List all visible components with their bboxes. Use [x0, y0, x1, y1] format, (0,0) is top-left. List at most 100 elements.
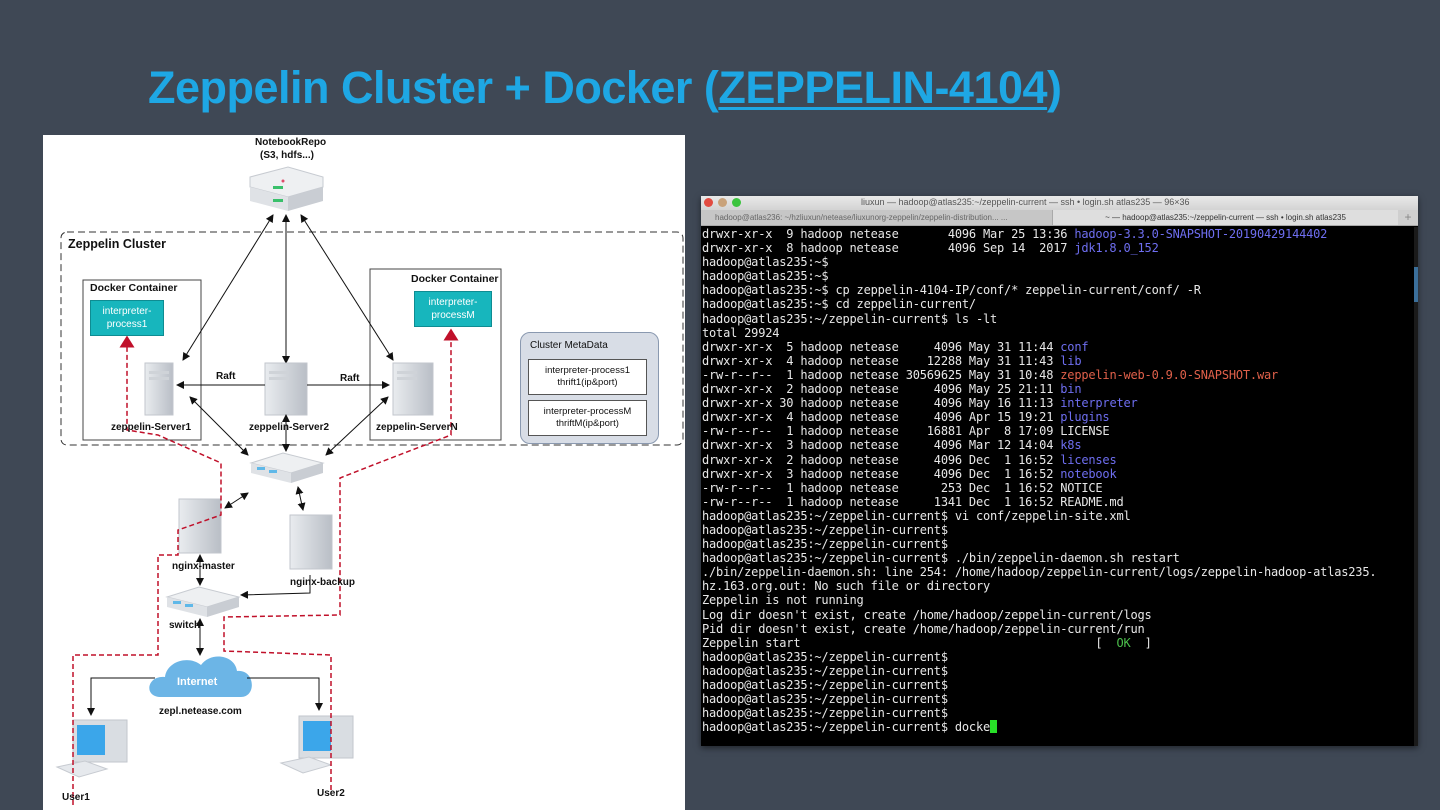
core-switch-icon — [249, 452, 325, 483]
metadata-entry-process: interpreter-process1 — [544, 365, 630, 376]
terminal-line: hadoop@atlas235:~/zeppelin-current$ dock… — [701, 720, 1413, 734]
terminal-line: drwxr-xr-x 5 hadoop netease 4096 May 31 … — [701, 340, 1413, 354]
text-cursor — [990, 720, 998, 734]
file-name: licenses — [1060, 452, 1117, 467]
terminal-line: total 29924 — [701, 326, 1413, 340]
new-tab-button[interactable]: + — [1404, 210, 1412, 224]
user2-computer-icon — [279, 715, 354, 774]
file-name: jdk1.8.0_152 — [1074, 241, 1159, 256]
terminal-line-text: drwxr-xr-x 5 hadoop netease 4096 May 31 … — [702, 339, 1061, 354]
terminal-line-text: drwxr-xr-x 4 hadoop netease 12288 May 31… — [702, 353, 1061, 368]
notebook-repo-detail: (S3, hdfs...) — [260, 150, 314, 161]
user1-request-path — [72, 335, 222, 805]
file-name: k8s — [1060, 438, 1082, 453]
close-button[interactable] — [704, 198, 713, 207]
terminal-line: hadoop@atlas235:~/zeppelin-current$ ls -… — [701, 312, 1413, 326]
terminal-line: hadoop@atlas235:~$ cp zeppelin-4104-IP/c… — [701, 283, 1413, 297]
terminal-line-text: Zeppelin start [ — [702, 635, 1117, 650]
terminal-line-text: drwxr-xr-x 8 hadoop netease 4096 Sep 14 … — [702, 241, 1075, 256]
title-text: Zeppelin Cluster + Docker ( — [148, 62, 719, 113]
terminal-output[interactable]: drwxr-xr-x 9 hadoop netease 4096 Mar 25 … — [701, 227, 1413, 746]
terminal-line: hadoop@atlas235:~/zeppelin-current$ — [701, 678, 1413, 692]
docker-container-1-label: Docker Container — [90, 282, 178, 294]
cluster-metadata-title: Cluster MetaData — [530, 340, 608, 351]
terminal-line-text: Zeppelin is not running — [702, 593, 864, 608]
notebook-repo-name: NotebookRepo — [255, 137, 327, 148]
terminal-window[interactable]: liuxun — hadoop@atlas235:~/zeppelin-curr… — [701, 196, 1418, 746]
diagram-canvas — [55, 166, 684, 805]
switch-label: switch — [169, 620, 201, 631]
terminal-line-text: hadoop@atlas235:~/zeppelin-current$ — [702, 649, 948, 664]
terminal-line-text: drwxr-xr-x 3 hadoop netease 4096 Dec 1 1… — [702, 466, 1061, 481]
terminal-line-text: total 29924 — [702, 325, 780, 340]
terminal-line-text: Log dir doesn't exist, create /home/hado… — [702, 607, 1152, 622]
maximize-button[interactable] — [732, 198, 741, 207]
terminal-line-text: hadoop@atlas235:~$ cp zeppelin-4104-IP/c… — [702, 283, 1201, 298]
terminal-line-text: hadoop@atlas235:~$ cd zeppelin-current/ — [702, 297, 976, 312]
jira-issue-link[interactable]: ZEPPELIN-4104 — [718, 62, 1048, 113]
user2-request-path — [223, 328, 459, 790]
terminal-line-text: hadoop@atlas235:~/zeppelin-current$ vi c… — [702, 508, 1131, 523]
internet-cloud-icon — [149, 656, 252, 697]
terminal-line-text: ./bin/zeppelin-daemon.sh: line 254: /hom… — [702, 565, 1377, 580]
terminal-line: drwxr-xr-x 2 hadoop netease 4096 May 25 … — [701, 382, 1413, 396]
tab-atlas235[interactable]: ~ — hadoop@atlas235:~/zeppelin-current —… — [1053, 210, 1398, 225]
terminal-line-text: hadoop@atlas235:~/zeppelin-current$ ./bi… — [702, 551, 1180, 566]
nginx-backup-label: nginx-backup — [290, 577, 356, 588]
terminal-line-text: drwxr-xr-x 9 hadoop netease 4096 Mar 25 … — [702, 227, 1075, 241]
terminal-line-text: -rw-r--r-- 1 hadoop netease 253 Dec 1 16… — [702, 480, 1103, 495]
terminal-line-text: hadoop@atlas235:~/zeppelin-current$ — [702, 663, 948, 678]
docker-container-m-label: Docker Container — [411, 273, 499, 285]
terminal-line-text: ] — [1130, 635, 1152, 650]
terminal-line: Log dir doesn't exist, create /home/hado… — [701, 608, 1413, 622]
file-name: plugins — [1060, 410, 1110, 425]
nginx-backup-server-icon — [289, 514, 333, 570]
server-1-label: zeppelin-Server1 — [111, 422, 192, 433]
terminal-line: ./bin/zeppelin-daemon.sh: line 254: /hom… — [701, 565, 1413, 579]
terminal-line: drwxr-xr-x 9 hadoop netease 4096 Mar 25 … — [701, 227, 1413, 241]
terminal-line: hadoop@atlas235:~$ — [701, 269, 1413, 283]
terminal-line: hadoop@atlas235:~/zeppelin-current$ ./bi… — [701, 551, 1413, 565]
tab-atlas236[interactable]: hadoop@atlas236: ~/hzliuxun/netease/liux… — [701, 210, 1053, 225]
terminal-line-text: drwxr-xr-x 2 hadoop netease 4096 Dec 1 1… — [702, 452, 1061, 467]
scrollbar-thumb[interactable] — [1414, 267, 1418, 302]
terminal-window-title: liuxun — hadoop@atlas235:~/zeppelin-curr… — [861, 197, 1190, 207]
terminal-line-text: -rw-r--r-- 1 hadoop netease 16881 Apr 8 … — [702, 424, 1110, 439]
terminal-line: drwxr-xr-x 3 hadoop netease 4096 Mar 12 … — [701, 438, 1413, 452]
terminal-line: -rw-r--r-- 1 hadoop netease 16881 Apr 8 … — [701, 424, 1413, 438]
server-n-label: zeppelin-ServerN — [376, 422, 458, 433]
terminal-line-text: hadoop@atlas235:~/zeppelin-current$ — [702, 537, 948, 552]
terminal-tab-bar: hadoop@atlas236: ~/hzliuxun/netease/liux… — [701, 210, 1418, 226]
file-name: interpreter — [1060, 396, 1138, 411]
terminal-line: Zeppelin start [ OK ] — [701, 636, 1413, 650]
metadata-entry-thrift: thriftM(ip&port) — [556, 418, 619, 429]
notebook-repo-icon — [249, 166, 324, 211]
terminal-line-text: -rw-r--r-- 1 hadoop netease 1341 Dec 1 1… — [702, 494, 1124, 509]
terminal-line: hadoop@atlas235:~$ — [701, 255, 1413, 269]
interpreter-process-1-box: interpreter-process1 — [90, 300, 164, 336]
file-name: hadoop-3.3.0-SNAPSHOT-20190429144402 — [1074, 227, 1328, 241]
architecture-diagram: NotebookRepo (S3, hdfs...) Zeppelin Clus… — [43, 135, 685, 810]
terminal-line: hadoop@atlas235:~/zeppelin-current$ — [701, 650, 1413, 664]
terminal-scrollbar[interactable] — [1414, 227, 1418, 746]
terminal-line: -rw-r--r-- 1 hadoop netease 1341 Dec 1 1… — [701, 495, 1413, 509]
slide-title: Zeppelin Cluster + Docker (ZEPPELIN-4104… — [148, 62, 1062, 114]
terminal-line: drwxr-xr-x 30 hadoop netease 4096 May 16… — [701, 396, 1413, 410]
terminal-line-text: hadoop@atlas235:~$ — [702, 269, 829, 284]
terminal-line: hadoop@atlas235:~/zeppelin-current$ vi c… — [701, 509, 1413, 523]
terminal-line-text: hadoop@atlas235:~/zeppelin-current$ — [702, 706, 948, 721]
terminal-line: hz.163.org.out: No such file or director… — [701, 579, 1413, 593]
domain-label: zepl.netease.com — [159, 706, 242, 717]
terminal-line-text: drwxr-xr-x 30 hadoop netease 4096 May 16… — [702, 396, 1061, 411]
file-name: zeppelin-web-0.9.0-SNAPSHOT.war — [1060, 367, 1279, 382]
terminal-line: drwxr-xr-x 4 hadoop netease 4096 Apr 15 … — [701, 410, 1413, 424]
server-n-icon — [392, 362, 434, 416]
terminal-line-text: hadoop@atlas235:~/zeppelin-current$ ls -… — [702, 311, 998, 326]
terminal-line-text: drwxr-xr-x 4 hadoop netease 4096 Apr 15 … — [702, 410, 1061, 425]
file-name: lib — [1060, 353, 1082, 368]
minimize-button[interactable] — [718, 198, 727, 207]
terminal-titlebar[interactable]: liuxun — hadoop@atlas235:~/zeppelin-curr… — [701, 196, 1418, 210]
